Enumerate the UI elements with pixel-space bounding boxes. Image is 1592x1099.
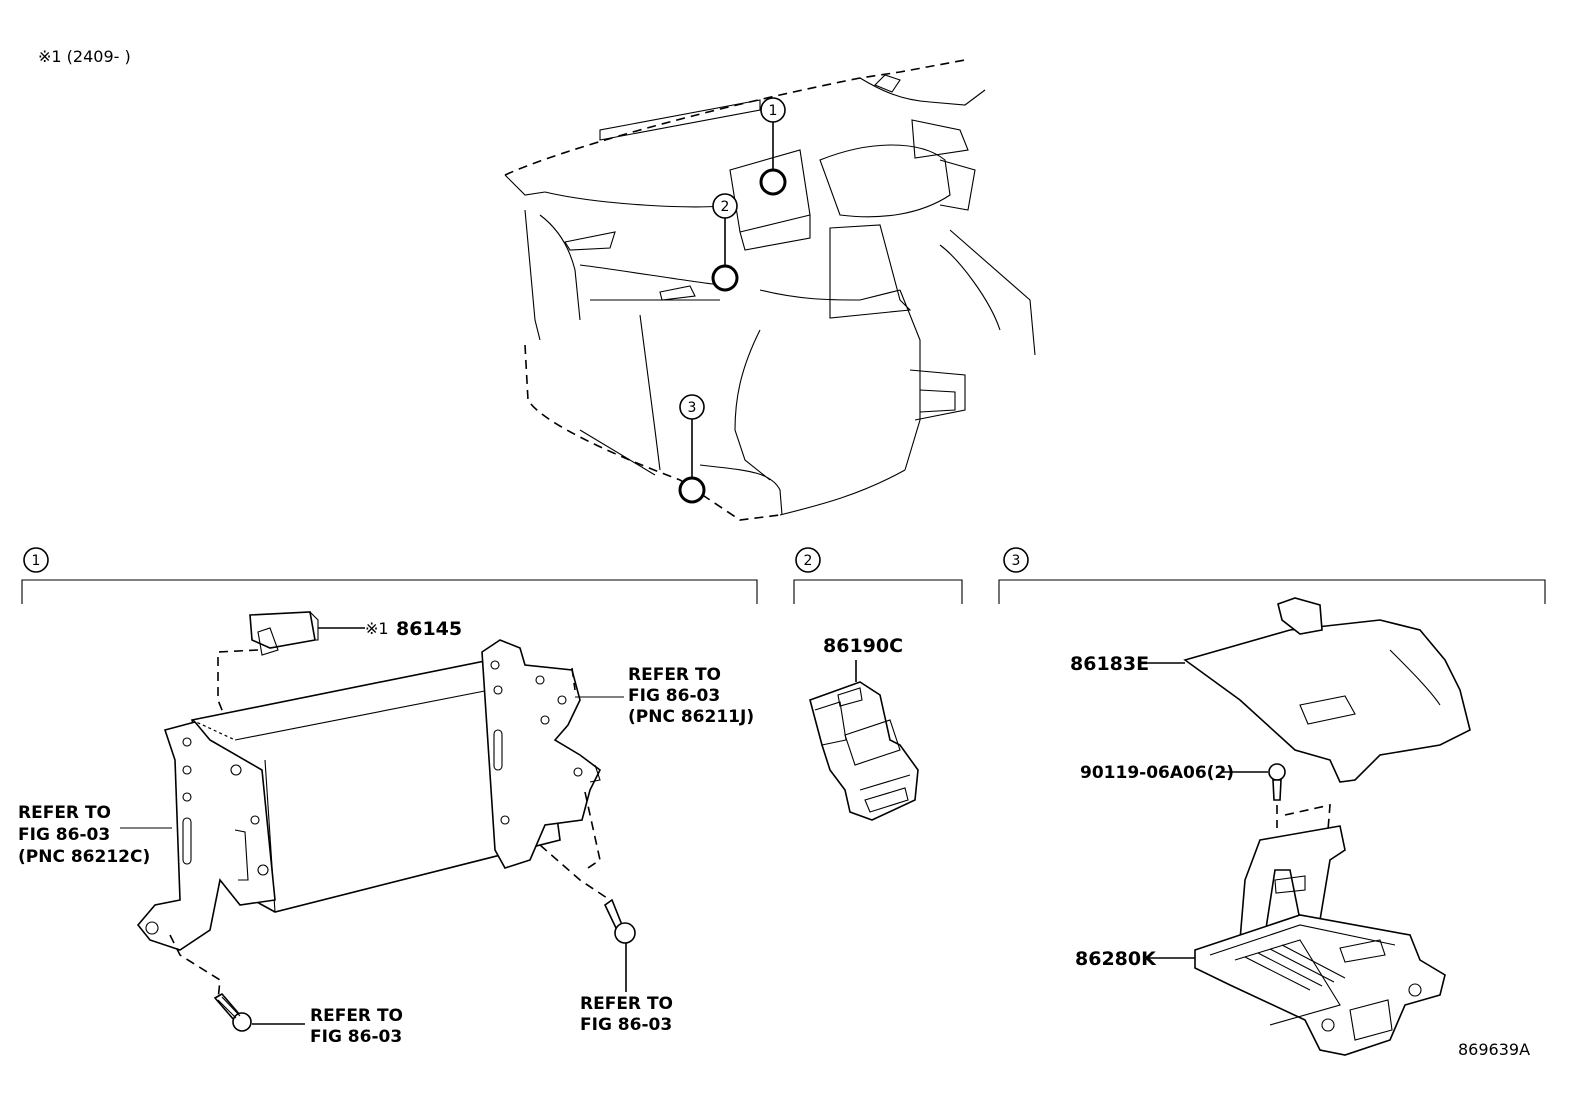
location-marker-1: [759, 168, 787, 196]
svg-text:1: 1: [32, 553, 41, 569]
reference-left: REFER TO FIG 86-03 (PNC 86212C): [18, 803, 150, 867]
section-1-header: 1: [21, 547, 758, 604]
svg-text:REFER TO: REFER TO: [18, 803, 111, 823]
screw-90119-illustration: [1268, 763, 1286, 801]
reference-right: REFER TO FIG 86-03 (PNC 86211J): [628, 665, 754, 727]
relay-86145-illustration: [249, 611, 319, 656]
part-86183e-label: 86183E: [1070, 653, 1149, 675]
svg-text:REFER TO: REFER TO: [310, 1006, 403, 1026]
section-2-header: 2: [793, 547, 963, 604]
callout-2-label: 2: [721, 199, 730, 215]
reference-bolt-right: REFER TO FIG 86-03: [580, 994, 673, 1035]
header-note: ※1 (2409- ): [38, 47, 131, 66]
svg-text:REFER TO: REFER TO: [628, 665, 721, 685]
left-bracket-illustration: [136, 721, 276, 951]
part-90119-label: 90119-06A06(2): [1080, 763, 1234, 783]
svg-text:FIG 86-03: FIG 86-03: [310, 1027, 402, 1047]
part-86145-marker: ※1: [365, 619, 389, 638]
svg-text:(PNC 86211J): (PNC 86211J): [628, 707, 754, 727]
figure-id: 869639A: [1458, 1040, 1530, 1059]
svg-text:3: 3: [1012, 553, 1021, 569]
svg-text:REFER TO: REFER TO: [580, 994, 673, 1014]
part-86190c-label: 86190C: [823, 635, 903, 657]
svg-text:FIG 86-03: FIG 86-03: [628, 686, 720, 706]
right-bracket-illustration: [481, 639, 602, 869]
svg-text:FIG 86-03: FIG 86-03: [580, 1015, 672, 1035]
location-marker-2: [711, 264, 739, 292]
usb-port-86190c-illustration: [809, 681, 919, 821]
location-marker-3: [678, 476, 706, 504]
callout-3-label: 3: [688, 400, 697, 416]
svg-text:2: 2: [804, 553, 813, 569]
ecu-86280k-illustration: [1194, 825, 1446, 1056]
reference-bolt-left: REFER TO FIG 86-03: [310, 1006, 403, 1047]
cover-86183e-illustration: [1183, 597, 1471, 783]
bolt-left-illustration: [213, 992, 252, 1032]
svg-text:FIG 86-03: FIG 86-03: [18, 825, 110, 845]
svg-text:(PNC 86212C): (PNC 86212C): [18, 847, 150, 867]
part-86145-label: 86145: [396, 618, 462, 640]
dashboard-overview-illustration: [504, 59, 1036, 521]
part-86280k-label: 86280K: [1075, 948, 1157, 970]
section-3-header: 3: [998, 547, 1546, 604]
bolt-right-illustration: [603, 898, 636, 944]
callout-1-label: 1: [769, 103, 778, 119]
